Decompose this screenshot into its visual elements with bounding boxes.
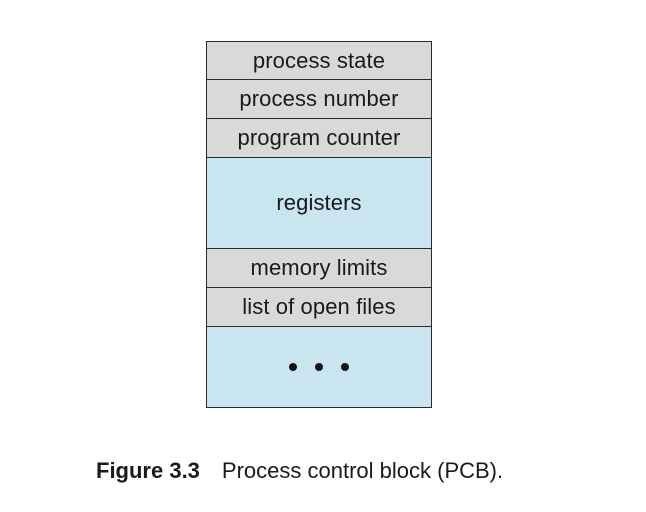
field-list-of-open-files: list of open files [207,288,431,327]
field-label: program counter [237,125,401,150]
caption-text: Process control block (PCB). [221,458,504,483]
figure-caption: Figure 3.3 Process control block (PCB). [96,458,503,484]
ellipsis-icon [289,363,349,371]
dot [289,363,297,371]
dot [315,363,323,371]
field-memory-limits: memory limits [207,249,431,288]
field-registers: registers [207,158,431,249]
process-control-block: process state process number program cou… [206,41,432,408]
field-ellipsis [207,327,431,407]
figure-label: Figure 3.3 [96,458,200,483]
field-label: process number [239,86,399,111]
field-label: process state [252,47,386,73]
field-label: list of open files [242,294,396,319]
field-label: registers [276,190,362,215]
dot [341,363,349,371]
field-process-number: process number [207,80,431,119]
field-label: memory limits [250,255,388,280]
field-program-counter: program counter [207,119,431,158]
field-process-state: process state [207,42,431,80]
